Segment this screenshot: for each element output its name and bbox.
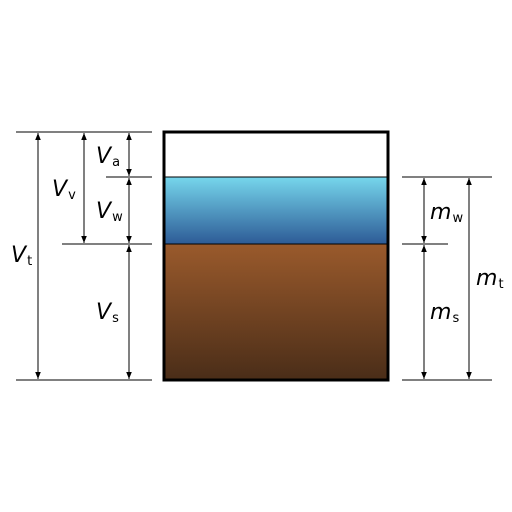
- volume-dimensions: [35, 133, 132, 379]
- dimension-labels: Va Vv Vw Vt Vs mw ms mt: [11, 144, 504, 326]
- label-m-s: ms: [430, 300, 459, 326]
- label-V-t: Vt: [11, 243, 32, 269]
- phase-container: [162, 130, 390, 382]
- container-outline: [162, 130, 390, 382]
- air-phase: [164, 132, 388, 177]
- solid-phase: [164, 244, 388, 380]
- label-m-w: mw: [430, 200, 463, 226]
- mass-dimensions: [421, 178, 472, 379]
- label-V-s: Vs: [96, 300, 119, 326]
- label-V-v: Vv: [52, 177, 76, 203]
- mass-extension-lines: [402, 176, 492, 381]
- label-V-a: Va: [96, 144, 120, 170]
- label-m-t: mt: [476, 266, 504, 292]
- volume-extension-lines: [16, 131, 152, 381]
- label-V-w: Vw: [96, 199, 123, 225]
- water-phase: [164, 177, 388, 244]
